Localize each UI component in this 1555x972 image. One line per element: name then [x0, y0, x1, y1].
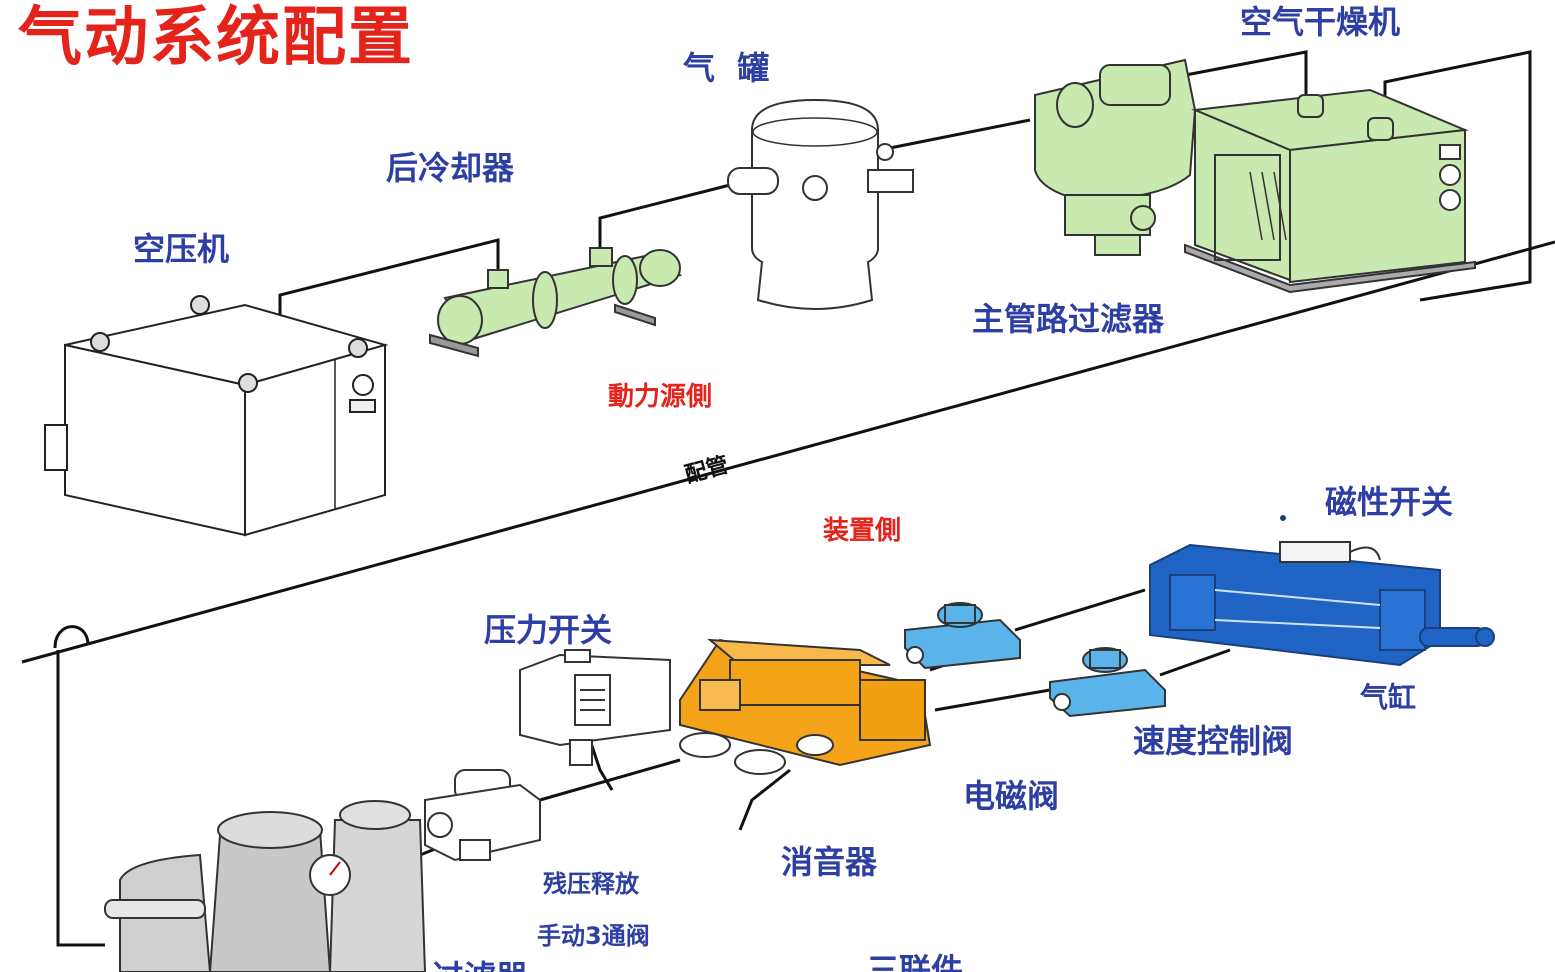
air-dryer-unit	[1184, 88, 1476, 294]
magnetic-switch-label: 磁性开关	[1325, 483, 1454, 521]
air-compressor-label: 空压机	[133, 230, 230, 268]
cylinder-label: 气缸	[1360, 681, 1417, 714]
solenoid-valve-unit	[679, 638, 932, 775]
air-compressor-unit	[44, 295, 389, 537]
main-line-filter-label: 主管路过滤器	[972, 300, 1165, 338]
main-line-filter-unit	[1034, 58, 1197, 256]
solenoid-valve-label: 电磁阀	[963, 777, 1060, 815]
device-side-label: 装置側	[823, 516, 902, 546]
page-title: 气动系统配置	[18, 0, 414, 75]
cylinder-unit	[1149, 515, 1495, 667]
frl-unit-label: 三联件	[867, 951, 964, 972]
filter-label: 过滤器	[432, 961, 528, 972]
power-side-piping	[278, 50, 1532, 330]
air-dryer-label: 空气干燥机	[1240, 3, 1401, 41]
frl-unit	[104, 800, 427, 972]
manual-3way-valve-unit	[424, 769, 541, 862]
pressure-switch-label: 压力开关	[484, 611, 613, 649]
aftercooler-label: 后冷却器	[386, 149, 515, 187]
air-tank-unit	[727, 98, 914, 310]
aftercooler-unit	[429, 247, 683, 358]
power-side-label: 動力源側	[608, 382, 713, 412]
air-tank-label: 气 罐	[683, 49, 770, 87]
silencer-label: 消音器	[781, 843, 878, 881]
main-piping-line	[21, 240, 1555, 664]
manual-3way-valve-label: 手动3通阀	[537, 922, 650, 950]
speed-control-valve-unit	[904, 602, 1166, 718]
pressure-switch-unit	[519, 649, 671, 766]
residual-release-label: 残压释放	[543, 870, 639, 898]
speed-control-valve-label: 速度控制阀	[1133, 722, 1294, 760]
